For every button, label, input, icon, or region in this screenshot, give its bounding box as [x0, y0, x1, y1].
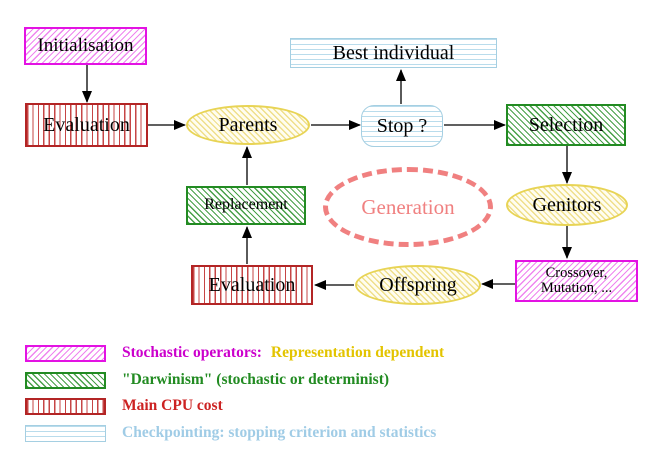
node-selection: Selection: [506, 104, 626, 146]
node-offspring-label: Offspring: [379, 273, 457, 296]
legend-label-checkpointing: Checkpointing: stopping criterion and st…: [122, 424, 437, 441]
legend-row-stochastic-operators: Stochastic operators: Representation dep…: [25, 344, 444, 362]
legend-row-checkpointing: Checkpointing: stopping criterion and st…: [25, 424, 436, 442]
node-genitors-label: Genitors: [532, 193, 602, 216]
node-evaluation-top-label: Evaluation: [43, 113, 130, 136]
node-evaluation-top: Evaluation: [25, 103, 148, 147]
node-generation-cycle: Generation: [323, 167, 493, 247]
node-evaluation-bottom-label: Evaluation: [208, 273, 296, 296]
node-crossover-mutation: Crossover, Mutation, ...: [515, 260, 638, 302]
legend-label-darwinism: "Darwinism" (stochastic or determinist): [122, 371, 390, 388]
node-best-individual-label: Best individual: [332, 41, 455, 64]
node-replacement: Replacement: [186, 186, 306, 225]
node-evaluation-bottom: Evaluation: [191, 265, 313, 305]
node-parents: Parents: [186, 105, 310, 145]
legend-swatch-magenta-hatch: [25, 344, 106, 362]
node-parents-label: Parents: [218, 113, 278, 136]
node-crossover-line1: Crossover,: [545, 264, 608, 281]
node-stop-label: Stop ?: [376, 114, 428, 137]
node-initialisation-label: Initialisation: [37, 35, 134, 57]
legend-swatch-cyan-hlines: [25, 424, 106, 442]
legend-swatch-green-hatch: [25, 371, 106, 389]
node-generation-label: Generation: [361, 194, 455, 219]
legend-label-stochastic-operators: Stochastic operators:: [122, 344, 262, 361]
node-stop: Stop ?: [361, 105, 443, 147]
node-selection-label: Selection: [528, 113, 604, 136]
legend-label-representation-dependent: Representation dependent: [270, 344, 445, 361]
node-initialisation: Initialisation: [24, 27, 147, 65]
node-offspring: Offspring: [355, 265, 481, 305]
legend-row-darwinism: "Darwinism" (stochastic or determinist): [25, 371, 389, 389]
legend-swatch-red-vlines: [25, 397, 106, 415]
legend-row-main-cpu-cost: Main CPU cost: [25, 397, 223, 415]
legend-label-main-cpu-cost: Main CPU cost: [122, 397, 223, 414]
node-replacement-label: Replacement: [204, 196, 288, 214]
node-genitors: Genitors: [506, 184, 628, 226]
node-best-individual: Best individual: [290, 38, 497, 68]
node-crossover-line2: Mutation, ...: [540, 280, 613, 296]
